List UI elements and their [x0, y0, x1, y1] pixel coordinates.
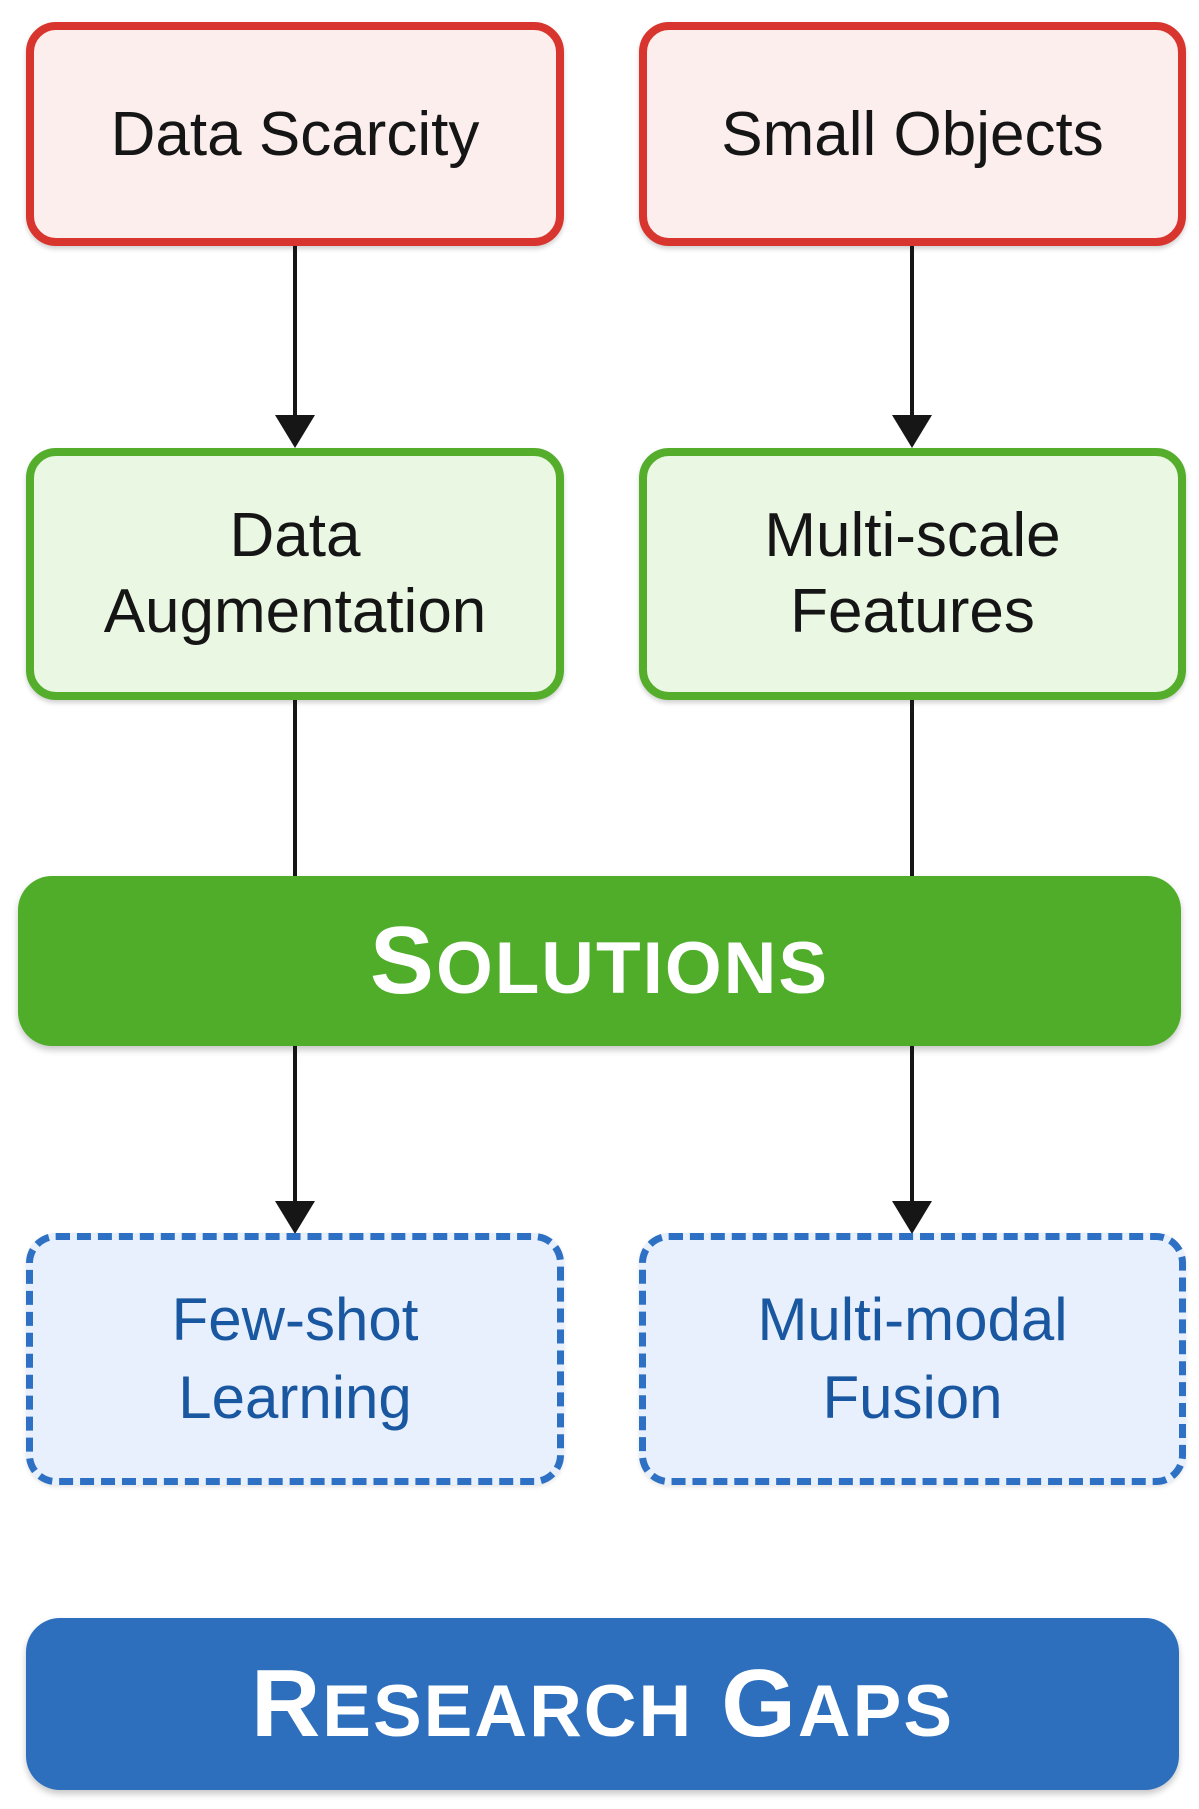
- solutions-banner-label: SOLUTIONS: [370, 906, 829, 1016]
- problem-box-data-scarcity-label: Data Scarcity: [110, 99, 480, 169]
- gap-box-multimodal-fusion: Multi-modal Fusion: [639, 1233, 1186, 1485]
- arrow-line: [293, 1046, 297, 1204]
- research-gaps-banner: RESEARCH GAPS: [26, 1618, 1179, 1790]
- gap-box-fewshot-learning-label: Few-shot Learning: [171, 1286, 419, 1431]
- arrow-line: [910, 246, 914, 418]
- gap-box-fewshot-learning: Few-shot Learning: [26, 1233, 564, 1485]
- solution-box-multiscale-features: Multi-scale Features: [639, 448, 1186, 700]
- arrow-head-icon: [892, 415, 932, 448]
- arrow-head-icon: [275, 415, 315, 448]
- solution-box-data-augmentation-label: Data Augmentation: [103, 501, 487, 646]
- arrow-head-icon: [275, 1201, 315, 1234]
- problem-box-data-scarcity: Data Scarcity: [26, 22, 564, 246]
- solution-box-multiscale-features-label: Multi-scale Features: [764, 501, 1061, 646]
- arrow-head-icon: [892, 1201, 932, 1234]
- arrow-line: [293, 246, 297, 418]
- solution-box-data-augmentation: Data Augmentation: [26, 448, 564, 700]
- research-banner-word-research: RESEARCH: [250, 1650, 694, 1757]
- connector-features-to-solutions: [910, 700, 914, 878]
- problem-box-small-objects: Small Objects: [639, 22, 1186, 246]
- solutions-banner: SOLUTIONS: [18, 876, 1181, 1046]
- arrow-line: [910, 1046, 914, 1204]
- problem-box-small-objects-label: Small Objects: [721, 99, 1104, 169]
- connector-augmentation-to-solutions: [293, 700, 297, 878]
- research-banner-word-gaps: GAPS: [721, 1650, 955, 1757]
- research-gaps-banner-label: RESEARCH GAPS: [251, 1649, 954, 1759]
- gap-box-multimodal-fusion-label: Multi-modal Fusion: [757, 1286, 1068, 1431]
- solutions-banner-word: SOLUTIONS: [369, 907, 830, 1014]
